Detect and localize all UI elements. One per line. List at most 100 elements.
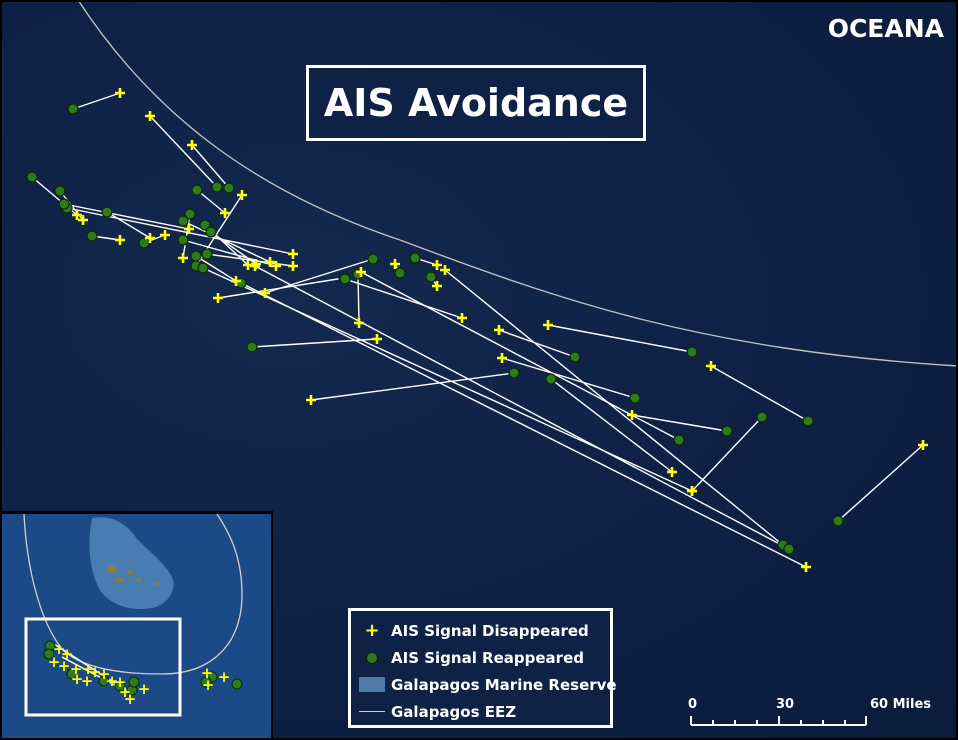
reappeared-point[interactable] [425, 271, 437, 283]
reappeared-point[interactable] [197, 262, 209, 274]
disappeared-point[interactable] [432, 281, 442, 291]
disappeared-point[interactable] [918, 440, 928, 450]
disappeared-point[interactable] [145, 111, 155, 121]
reappeared-point[interactable] [67, 103, 79, 115]
disappeared-point[interactable] [801, 562, 811, 572]
reappeared-point[interactable] [235, 277, 247, 289]
scale-ticks [690, 716, 867, 726]
legend-item-reappeared: AIS Signal Reappeared [359, 644, 602, 671]
track-line [106, 211, 151, 239]
reappeared-point[interactable] [177, 215, 189, 227]
disappeared-point[interactable] [265, 257, 275, 267]
legend: + AIS Signal Disappeared AIS Signal Reap… [348, 608, 617, 728]
disappeared-point[interactable] [687, 486, 697, 496]
reappeared-point[interactable] [394, 267, 406, 279]
map-title-box: AIS Avoidance [306, 65, 646, 141]
reappeared-point[interactable] [211, 181, 223, 193]
track-line [66, 207, 294, 255]
reappeared-point[interactable] [673, 434, 685, 446]
svg-text:+: + [70, 660, 83, 678]
disappeared-point[interactable] [213, 293, 223, 303]
disappeared-point[interactable] [145, 233, 155, 243]
reappeared-point[interactable] [721, 425, 733, 437]
reappeared-point[interactable] [177, 234, 189, 246]
oceana-logo: OCEANA [827, 14, 944, 43]
reappeared-point[interactable] [54, 185, 66, 197]
track-line [501, 357, 636, 399]
reappeared-point[interactable] [86, 230, 98, 242]
disappeared-point[interactable] [494, 325, 504, 335]
reappeared-point[interactable] [223, 182, 235, 194]
disappeared-point[interactable] [354, 318, 364, 328]
disappeared-point[interactable] [372, 334, 382, 344]
reappeared-point[interactable] [783, 543, 795, 555]
disappeared-point[interactable] [78, 215, 88, 225]
disappeared-point[interactable] [390, 259, 400, 269]
svg-text:+: + [89, 663, 102, 681]
disappeared-point[interactable] [497, 353, 507, 363]
track-line [72, 92, 121, 110]
disappeared-point[interactable] [250, 261, 260, 271]
reappeared-point[interactable] [26, 171, 38, 183]
track-line [251, 338, 378, 348]
inset-extent-box[interactable] [24, 617, 182, 717]
reappeared-point[interactable] [629, 392, 641, 404]
reappeared-point[interactable] [138, 237, 150, 249]
reappeared-point[interactable] [367, 253, 379, 265]
reappeared-point[interactable] [201, 248, 213, 260]
reappeared-point[interactable] [246, 341, 258, 353]
disappeared-point[interactable] [187, 140, 197, 150]
reappeared-point[interactable] [756, 411, 768, 423]
track-line [691, 416, 763, 492]
reappeared-point[interactable] [802, 415, 814, 427]
disappeared-point[interactable] [356, 267, 366, 277]
disappeared-point[interactable] [288, 249, 298, 259]
disappeared-point[interactable] [667, 467, 677, 477]
disappeared-point[interactable] [231, 276, 241, 286]
track-line [217, 277, 345, 299]
svg-text:+: + [98, 665, 111, 683]
reappeared-point[interactable] [191, 184, 203, 196]
disappeared-point[interactable] [260, 288, 270, 298]
disappeared-point[interactable] [115, 88, 125, 98]
reappeared-point[interactable] [58, 198, 70, 210]
legend-label: Galapagos EEZ [391, 702, 517, 721]
track-line [710, 365, 809, 422]
disappeared-point[interactable] [627, 410, 637, 420]
reappeared-point[interactable] [184, 208, 196, 220]
reappeared-point[interactable] [686, 346, 698, 358]
disappeared-point[interactable] [237, 190, 247, 200]
reappeared-point[interactable] [545, 373, 557, 385]
inset-eez-line [23, 514, 243, 675]
reappeared-point[interactable] [101, 206, 113, 218]
inset-map-layer: +++ +++ +++ +++ +++ +++ [2, 514, 271, 738]
disappeared-point[interactable] [432, 260, 442, 270]
disappeared-point[interactable] [72, 210, 82, 220]
reappeared-point[interactable] [409, 252, 421, 264]
reappeared-point[interactable] [190, 250, 202, 262]
disappeared-point[interactable] [543, 320, 553, 330]
disappeared-point[interactable] [178, 253, 188, 263]
disappeared-point[interactable] [306, 395, 316, 405]
svg-text:+: + [53, 640, 66, 658]
reappeared-point[interactable] [199, 219, 211, 231]
reappeared-point[interactable] [205, 226, 217, 238]
disappeared-point[interactable] [457, 313, 467, 323]
svg-text:+: + [61, 645, 74, 663]
disappeared-point[interactable] [440, 265, 450, 275]
disappeared-point[interactable] [184, 224, 194, 234]
reappeared-point[interactable] [508, 367, 520, 379]
reappeared-point[interactable] [832, 515, 844, 527]
reappeared-point[interactable] [569, 351, 581, 363]
disappeared-point[interactable] [160, 230, 170, 240]
disappeared-point[interactable] [220, 208, 230, 218]
disappeared-point[interactable] [115, 235, 125, 245]
svg-text:+: + [138, 680, 151, 698]
disappeared-point[interactable] [271, 261, 281, 271]
reappeared-point[interactable] [339, 273, 351, 285]
disappeared-point[interactable] [706, 361, 716, 371]
green-dot-icon [359, 648, 385, 668]
disappeared-point[interactable] [288, 261, 298, 271]
legend-label: Galapagos Marine Reserve [391, 675, 617, 694]
